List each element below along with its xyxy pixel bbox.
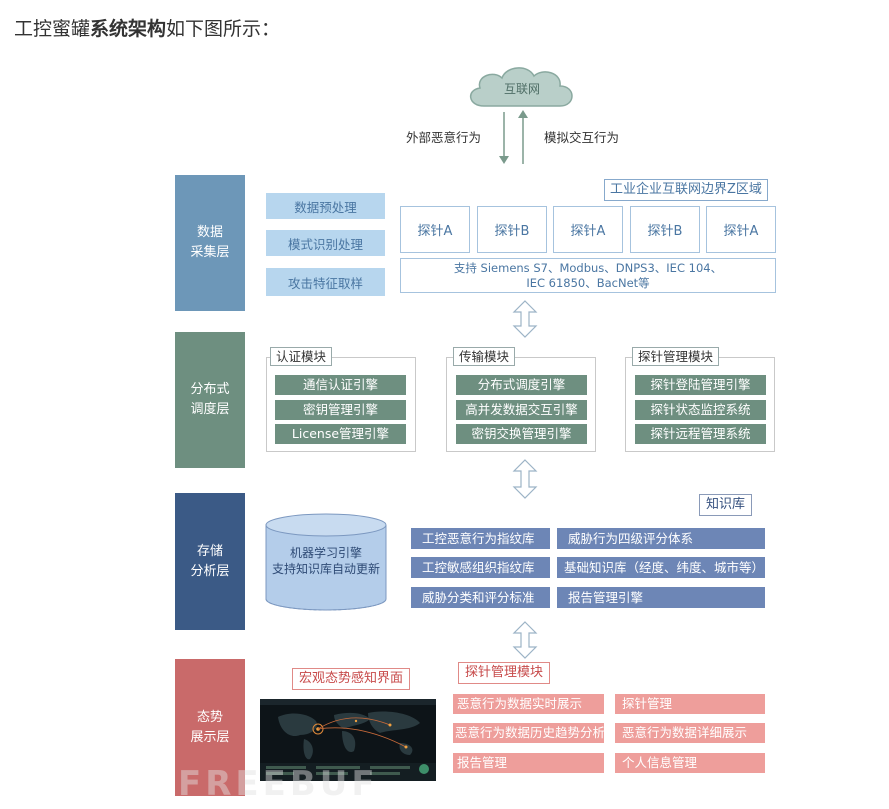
display-item-3: 恶意行为数据历史趋势分析 xyxy=(453,723,605,743)
display-item-2: 探针管理 xyxy=(615,694,765,714)
transfer-item-3: 密钥交换管理引擎 xyxy=(456,424,587,444)
knowledge-base-title: 知识库 xyxy=(699,494,753,516)
heading-bold: 系统架构 xyxy=(90,18,167,40)
transfer-module-title: 传输模块 xyxy=(453,347,516,366)
probe-5: 探针A xyxy=(706,206,776,253)
internet-label: 互联网 xyxy=(503,82,540,96)
heading-suffix: 如下图所示： xyxy=(166,18,281,40)
kb-item-4: 基础知识库（经度、纬度、城市等） xyxy=(557,557,765,578)
database-cylinder-icon xyxy=(265,513,387,611)
kb-item-5: 威胁分类和评分标准 xyxy=(411,587,550,608)
auth-module-title: 认证模块 xyxy=(270,347,333,366)
kb-item-6: 报告管理引擎 xyxy=(557,587,765,608)
probe-3: 探针A xyxy=(553,206,623,253)
protocol-box: 支持 Siemens S7、Modbus、DNPS3、IEC 104、 IEC … xyxy=(400,258,776,293)
auth-item-1: 通信认证引擎 xyxy=(275,375,406,395)
dashboard-screenshot xyxy=(260,699,436,781)
display-item-5: 报告管理 xyxy=(453,753,604,773)
heading-prefix: 工控蜜罐 xyxy=(14,18,91,40)
outbound-arrow-label: 外部恶意行为 xyxy=(406,130,482,145)
database-text: 机器学习引擎 支持知识库自动更新 xyxy=(271,546,380,576)
double-arrow-icon xyxy=(512,459,538,499)
kb-item-2: 威胁行为四级评分体系 xyxy=(557,528,765,549)
display-probe-module-title: 探针管理模块 xyxy=(458,662,551,684)
probe-4: 探针B xyxy=(630,206,700,253)
auth-item-3: License管理引擎 xyxy=(275,424,406,444)
probe-mgmt-item-3: 探针远程管理系统 xyxy=(635,424,766,444)
freebuf-watermark: FREEBUF xyxy=(178,764,379,804)
layer-display: 态势 展示层 xyxy=(175,659,245,796)
transfer-item-2: 高并发数据交互引擎 xyxy=(456,400,587,420)
step-preprocess: 数据预处理 xyxy=(266,193,385,219)
page-heading: 工控蜜罐系统架构如下图所示： xyxy=(14,14,280,41)
probe-2: 探针B xyxy=(477,206,547,253)
layer-collect: 数据 采集层 xyxy=(175,175,245,311)
kb-item-3: 工控敏感组织指纹库 xyxy=(411,557,550,578)
probe-mgmt-module-title: 探针管理模块 xyxy=(632,347,720,366)
double-arrow-icon xyxy=(512,621,538,659)
display-item-1: 恶意行为数据实时展示 xyxy=(453,694,604,714)
auth-item-2: 密钥管理引擎 xyxy=(275,400,406,420)
zone-title: 工业企业互联网边界Z区域 xyxy=(604,179,768,201)
display-item-6: 个人信息管理 xyxy=(615,753,765,773)
traffic-arrows xyxy=(499,110,528,164)
step-pattern-recognition: 模式识别处理 xyxy=(266,230,385,256)
protocol-text: 支持 Siemens S7、Modbus、DNPS3、IEC 104、 IEC … xyxy=(453,261,723,290)
display-item-4: 恶意行为数据详细展示 xyxy=(615,723,765,743)
internet-cloud-icon xyxy=(470,67,573,107)
transfer-item-1: 分布式调度引擎 xyxy=(456,375,587,395)
probe-mgmt-item-2: 探针状态监控系统 xyxy=(635,400,766,420)
macro-awareness-title: 宏观态势感知界面 xyxy=(292,668,411,690)
probe-mgmt-item-1: 探针登陆管理引擎 xyxy=(635,375,766,395)
step-attack-sampling: 攻击特征取样 xyxy=(266,268,385,296)
probe-1: 探针A xyxy=(400,206,470,253)
inbound-arrow-label: 模拟交互行为 xyxy=(544,130,620,145)
layer-dispatch: 分布式 调度层 xyxy=(175,332,245,468)
kb-item-1: 工控恶意行为指纹库 xyxy=(411,528,550,549)
layer-storage: 存储 分析层 xyxy=(175,493,245,630)
double-arrow-icon xyxy=(512,300,538,338)
